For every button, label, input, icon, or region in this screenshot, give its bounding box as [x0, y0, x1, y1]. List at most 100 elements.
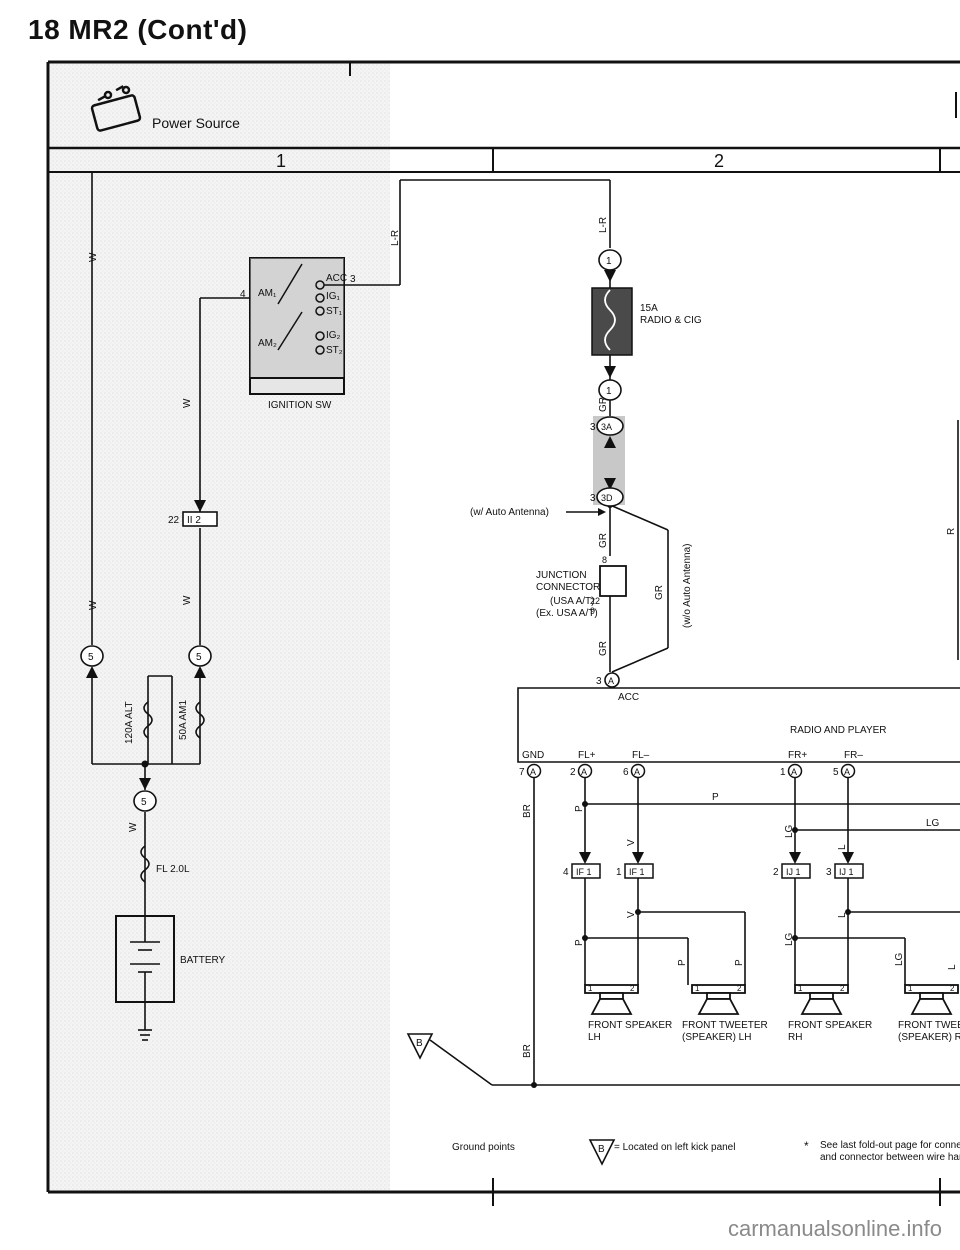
- svg-text:4: 4: [563, 867, 569, 878]
- svg-text:3D: 3D: [601, 493, 613, 503]
- ignition-st2-label: ST₂: [326, 345, 343, 356]
- radio-fr-minus: FR–: [844, 750, 863, 761]
- connector-radio-3a: A 3: [596, 672, 620, 688]
- connector-5-battery: 5: [133, 778, 157, 812]
- connector-5-left: 5: [80, 645, 104, 678]
- junction-usa-pin: 22: [590, 596, 600, 606]
- radio-fr-plus: FR+: [788, 750, 807, 761]
- svg-text:II 2: II 2: [187, 515, 201, 526]
- wire-lg-2: LG: [926, 818, 940, 829]
- column-2-label: 2: [714, 151, 724, 171]
- ground-legend-text: = Located on left kick panel: [614, 1142, 735, 1153]
- svg-text:A: A: [634, 767, 640, 777]
- wire-v-1: V: [626, 839, 637, 846]
- ignition-pin-4: 4: [240, 289, 246, 300]
- watermark: carmanualsonline.info: [727, 1216, 942, 1241]
- connector-5-right: 5: [188, 645, 212, 678]
- connector-ij1-left: IJ 1 2: [773, 852, 811, 879]
- wire-br-1: BR: [522, 804, 533, 818]
- wire-gr-1: GR: [598, 397, 609, 412]
- fusible-link-symbols: [140, 701, 205, 883]
- radio-fl-minus: FL–: [632, 750, 650, 761]
- wire-v-2: V: [626, 911, 637, 918]
- fusible-fl-2l: FL 2.0L: [156, 864, 190, 875]
- svg-text:2: 2: [773, 867, 779, 878]
- radio-gnd: GND: [522, 750, 544, 761]
- wire-w-left: W: [88, 600, 99, 610]
- radio-fl-plus: FL+: [578, 750, 596, 761]
- svg-text:2: 2: [630, 984, 635, 993]
- svg-text:1: 1: [606, 256, 612, 267]
- connector-if1-left: IF 1 4: [563, 852, 601, 879]
- connector-1-top: 1: [598, 249, 622, 282]
- svg-text:A: A: [844, 767, 850, 777]
- junction-title-2: CONNECTOR: [536, 582, 600, 593]
- speaker-front-lh-label-2: LH: [588, 1032, 601, 1043]
- ignition-ig1-label: IG₁: [326, 291, 341, 302]
- speaker-tweeter-lh-label-2: (SPEAKER) LH: [682, 1032, 751, 1043]
- svg-text:3: 3: [596, 676, 602, 687]
- svg-text:B: B: [598, 1144, 605, 1155]
- wire-gr-2: GR: [598, 533, 609, 548]
- wire-w-top: W: [88, 252, 99, 262]
- footnote-line-1: See last fold-out page for connect: [820, 1140, 960, 1151]
- wire-lg-4: LG: [894, 952, 905, 966]
- connector-ii2: II 2 22: [168, 500, 218, 527]
- svg-text:2: 2: [950, 984, 955, 993]
- ignition-ig2-label: IG₂: [326, 330, 341, 341]
- shaded-zone: [50, 62, 390, 1192]
- connector-3a: 3A 3: [590, 416, 624, 448]
- speaker-tweeter-lh-label-1: FRONT TWEETER: [682, 1020, 768, 1031]
- connector-if1-right: IF 1 1: [616, 852, 654, 879]
- svg-text:IJ 1: IJ 1: [786, 867, 801, 877]
- wire-l-3: L: [947, 964, 958, 970]
- frame-border: [46, 60, 960, 1206]
- ground-points-label: Ground points: [452, 1142, 515, 1153]
- svg-text:IF 1: IF 1: [629, 867, 645, 877]
- svg-text:5: 5: [196, 652, 202, 663]
- ignition-am2-label: AM₂: [258, 338, 277, 349]
- svg-text:5: 5: [141, 797, 147, 808]
- battery-symbol: [115, 915, 175, 1041]
- svg-text:3: 3: [590, 422, 596, 433]
- antenna-with-label: (w/ Auto Antenna): [470, 507, 549, 518]
- fuse-name: RADIO & CIG: [640, 315, 702, 326]
- junction-exusa-pin: 9: [590, 606, 595, 616]
- svg-text:3: 3: [590, 493, 596, 504]
- fuse-15a: [591, 287, 633, 356]
- svg-text:A: A: [791, 767, 797, 777]
- speaker-front-rh-label-1: FRONT SPEAKER: [788, 1020, 872, 1031]
- antenna-without-label: (w/o Auto Antenna): [682, 543, 693, 628]
- junction-exusa: (Ex. USA A/T): [536, 608, 598, 619]
- svg-text:A: A: [581, 767, 587, 777]
- ignition-am1-label: AM₁: [258, 288, 277, 299]
- svg-text:5: 5: [88, 652, 94, 663]
- antenna-arrow: [566, 508, 606, 516]
- svg-text:A: A: [608, 676, 614, 686]
- svg-text:7: 7: [519, 767, 525, 778]
- ground-legend-symbol: B: [588, 1139, 616, 1166]
- speaker-tweeter-lh: 1 2: [691, 984, 746, 1015]
- svg-text:IF 1: IF 1: [576, 867, 592, 877]
- svg-text:2: 2: [737, 984, 742, 993]
- wire-p-2: P: [712, 792, 719, 803]
- wire-br-2: BR: [522, 1044, 533, 1058]
- wire-w-battery: W: [128, 822, 139, 832]
- svg-text:B: B: [416, 1038, 423, 1049]
- connector-ij1-right: IJ 1 3: [826, 852, 864, 879]
- junction-pin-8: 8: [602, 555, 607, 565]
- column-1-label: 1: [276, 151, 286, 171]
- page-title: 18 MR2 (Cont'd): [28, 14, 248, 45]
- svg-text:1: 1: [616, 867, 622, 878]
- footnote-star: *: [804, 1139, 809, 1153]
- junction-title-1: JUNCTION: [536, 570, 587, 581]
- svg-text:6: 6: [623, 767, 629, 778]
- wire-lr-left: L-R: [390, 230, 401, 246]
- wire-w-mid: W: [182, 595, 193, 605]
- connector-3d: 3D 3: [590, 478, 624, 507]
- wire-lr-right: L-R: [598, 217, 609, 233]
- svg-text:IJ 1: IJ 1: [839, 867, 854, 877]
- speaker-tweeter-rh-label-2: (SPEAKER) RH: [898, 1032, 960, 1043]
- wire-l-1: L: [837, 844, 848, 850]
- speaker-front-lh-label-1: FRONT SPEAKER: [588, 1020, 672, 1031]
